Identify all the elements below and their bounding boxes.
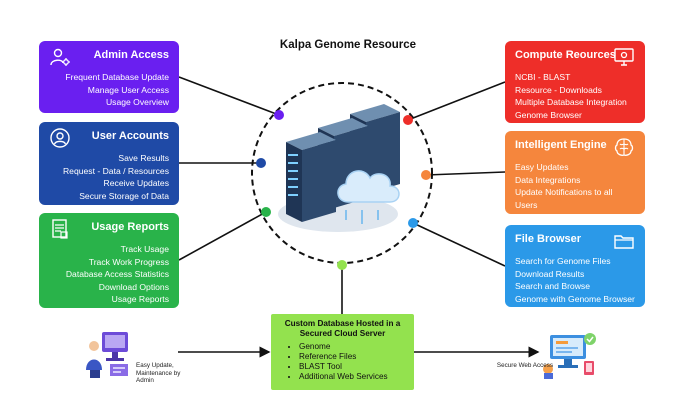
usage-reports-card: Usage Reports Track Usage Track Work Pro… [39, 213, 179, 308]
list-item: Reference Files [299, 352, 408, 362]
card-title: Admin Access [93, 49, 169, 61]
list-item: Search for Genome Files [515, 256, 611, 266]
list-item: Easy Updates [515, 162, 569, 172]
connector-usage [178, 211, 267, 261]
list-item: Receive Updates [103, 178, 169, 189]
node-browser [408, 218, 418, 228]
list-item: Update Notifications to all Users [515, 187, 613, 210]
report-document-icon [52, 219, 68, 239]
card-title: File Browser [515, 233, 582, 245]
list-item: Download Options [98, 281, 169, 292]
list-item: Frequent Database Update [65, 72, 169, 82]
list-item: Search and Browse [515, 281, 590, 292]
monitor-gear-icon [614, 48, 634, 66]
cloud-icon [337, 170, 400, 224]
list-item: Additional Web Services [299, 372, 408, 382]
list-item: Resource - Downloads [515, 84, 602, 95]
list-item: NCBI - BLAST [515, 72, 571, 82]
list-item: Track Work Progress [88, 256, 169, 267]
list-item: Genome Browser [515, 109, 582, 120]
admin-update-label: Easy Update, Maintenance by Admin [136, 362, 181, 385]
brain-icon [614, 138, 634, 156]
list-item: Genome [299, 342, 408, 352]
list-item: Database Access Statistics [65, 269, 169, 280]
list-item: Save Results [118, 153, 169, 163]
page-title: Kalpa Genome Resource [279, 39, 417, 51]
node-compute [403, 115, 413, 125]
card-title: User Accounts [91, 130, 169, 142]
node-engine [421, 170, 431, 180]
node-database [337, 260, 347, 270]
folder-icon [614, 235, 634, 249]
web-access-illustration [543, 333, 596, 379]
user-circle-icon [50, 128, 70, 148]
server-icon [286, 132, 336, 222]
database-title: Custom Database Hosted in a Secured Clou… [284, 319, 401, 338]
compute-resources-card: Compute Reources NCBI - BLAST Resource -… [505, 41, 645, 123]
connector-engine [425, 171, 506, 176]
file-browser-card: File Browser Search for Genome Files Dow… [505, 225, 645, 307]
intelligent-engine-card: Intelligent Engine Easy Updates Data Int… [505, 131, 645, 222]
list-item: Multiple Database Integration [515, 97, 627, 108]
list-item: User-friendly Environment & UI [515, 212, 634, 223]
user-accounts-card: User Accounts Save Results Request - Dat… [39, 122, 179, 205]
list-item: Usage Reports [111, 294, 169, 305]
list-item: Genome with Genome Browser [515, 293, 635, 304]
web-access-label: Secure Web Access [496, 362, 554, 369]
user-gear-icon [50, 48, 70, 66]
list-item: Request - Data / Resources [62, 165, 169, 176]
list-item: Usage Overview [105, 97, 169, 108]
list-item: Secure Storage of Data [79, 190, 169, 201]
list-item: Data Integrations [515, 174, 581, 185]
card-title: Usage Reports [91, 221, 169, 233]
node-admin [274, 110, 284, 120]
node-users [256, 158, 266, 168]
card-title: Intelligent Engine [515, 139, 607, 151]
list-item: Manage User Access [87, 84, 169, 95]
connector-compute [407, 81, 506, 121]
list-item: Track Usage [120, 244, 169, 254]
custom-database-box: Custom Database Hosted in a Secured Clou… [271, 314, 414, 390]
connector-admin [178, 76, 280, 116]
admin-access-card: Admin Access Frequent Database Update Ma… [39, 41, 179, 113]
list-item: Download Results [515, 268, 585, 279]
server-cloud-illustration [278, 104, 400, 232]
connector-browser [412, 222, 506, 267]
node-usage [261, 207, 271, 217]
admin-computer-illustration [86, 332, 128, 378]
list-item: BLAST Tool [299, 362, 408, 372]
card-title: Compute Reources [515, 49, 616, 61]
